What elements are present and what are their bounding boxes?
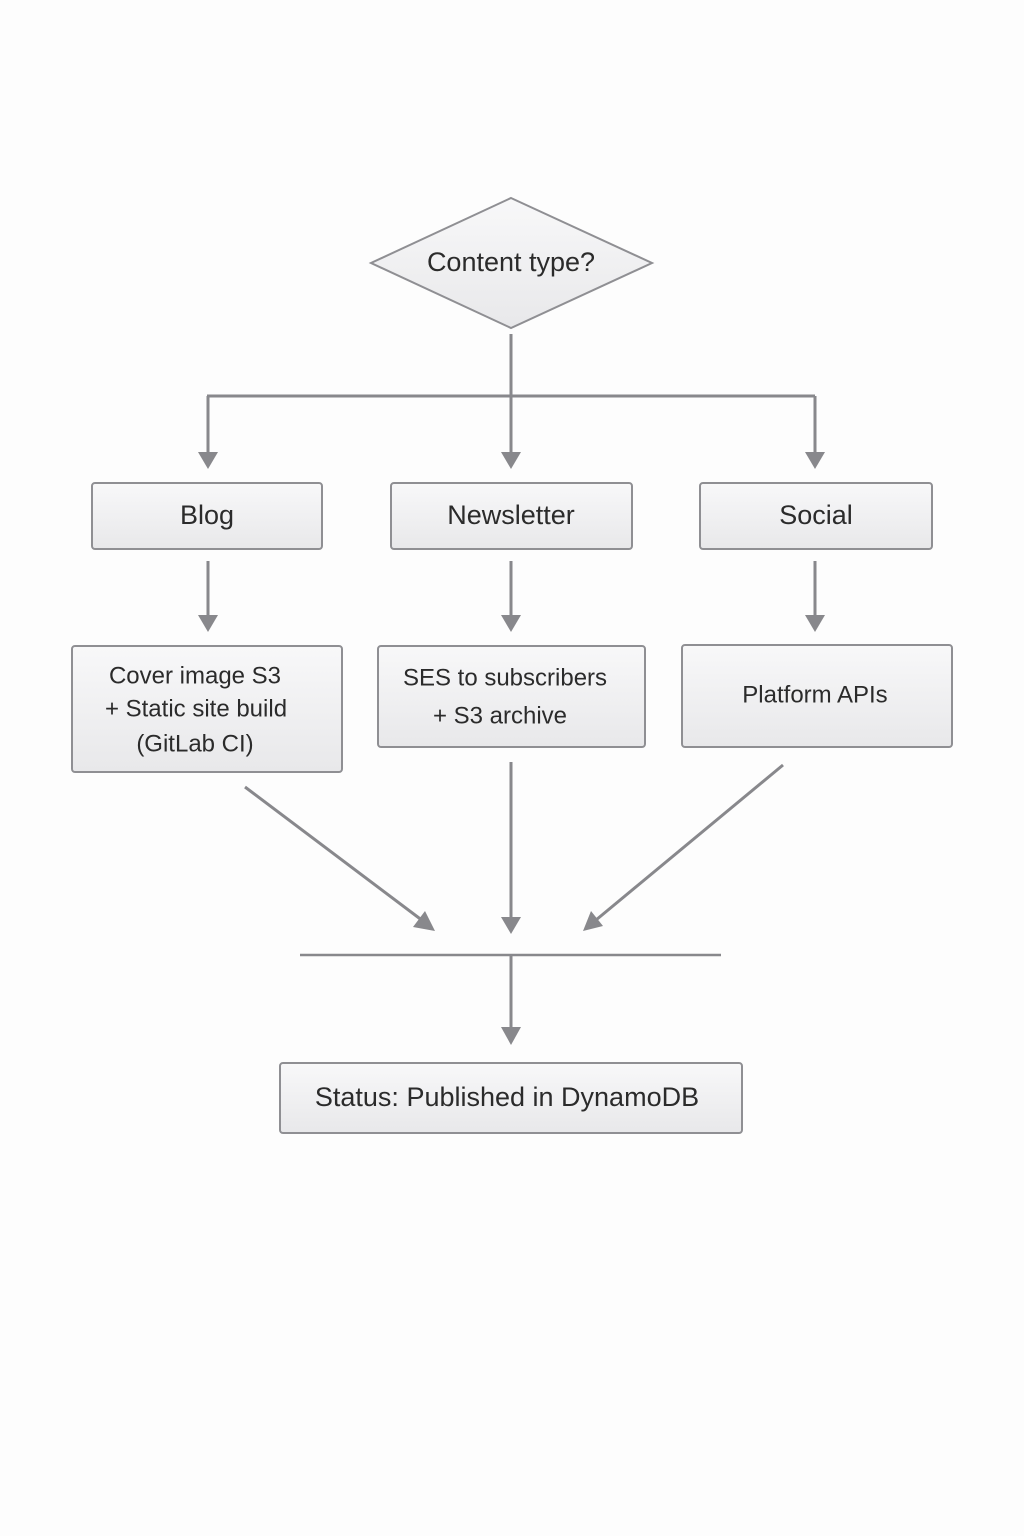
decision-diamond: [368, 196, 655, 330]
decision-node: Content type?: [368, 196, 655, 330]
action-text-blog-line-3: (GitLab CI): [136, 730, 253, 757]
action-box-blog: [71, 645, 343, 773]
action-box-newsletter: [377, 645, 646, 748]
arrow-head-social-action: [805, 615, 825, 632]
branch-label-newsletter: Newsletter: [447, 500, 575, 530]
merge-line-blog: [244, 785, 424, 923]
result-box: [279, 1062, 743, 1134]
merge-connectors: [244, 762, 784, 934]
branch-box-newsletter: [390, 482, 633, 550]
merge-arrow-blog: [413, 911, 435, 931]
action-text-blog-line-1: Cover image S3: [109, 662, 281, 689]
branch-node-blog: Blog: [91, 482, 323, 550]
merge-arrow-social: [583, 911, 603, 931]
action-box-social: [681, 644, 953, 748]
branch-label-social: Social: [779, 500, 853, 530]
decision-label: Content type?: [427, 247, 595, 277]
branch-box-blog: [91, 482, 323, 550]
result-node: Status: Published in DynamoDB: [279, 1062, 743, 1134]
merge-line-social: [595, 763, 784, 922]
branch-node-social: Social: [699, 482, 933, 550]
result-label: Status: Published in DynamoDB: [315, 1082, 699, 1112]
action-connectors: [198, 561, 825, 632]
arrow-head-social: [805, 452, 825, 469]
action-text-blog-line-2: + Static site build: [105, 695, 287, 722]
split-connectors: [198, 334, 825, 469]
branch-box-social: [699, 482, 933, 550]
action-node-social: Platform APIs: [681, 644, 953, 748]
action-text-newsletter-line-1: SES to subscribers: [403, 664, 607, 691]
action-text-newsletter-line-2: + S3 archive: [433, 702, 567, 729]
arrow-head-result: [501, 1027, 521, 1045]
join-connectors: [300, 953, 721, 1045]
branch-label-blog: Blog: [180, 500, 234, 530]
action-text-social-line-1: Platform APIs: [742, 681, 887, 708]
action-node-blog: Cover image S3 + Static site build (GitL…: [71, 645, 343, 773]
arrow-head-blog-action: [198, 615, 218, 632]
branch-node-newsletter: Newsletter: [390, 482, 633, 550]
arrow-head-newsletter-action: [501, 615, 521, 632]
action-node-newsletter: SES to subscribers + S3 archive: [377, 645, 646, 748]
merge-arrow-newsletter: [501, 917, 521, 934]
arrow-head-blog: [198, 452, 218, 469]
arrow-head-newsletter: [501, 452, 521, 469]
